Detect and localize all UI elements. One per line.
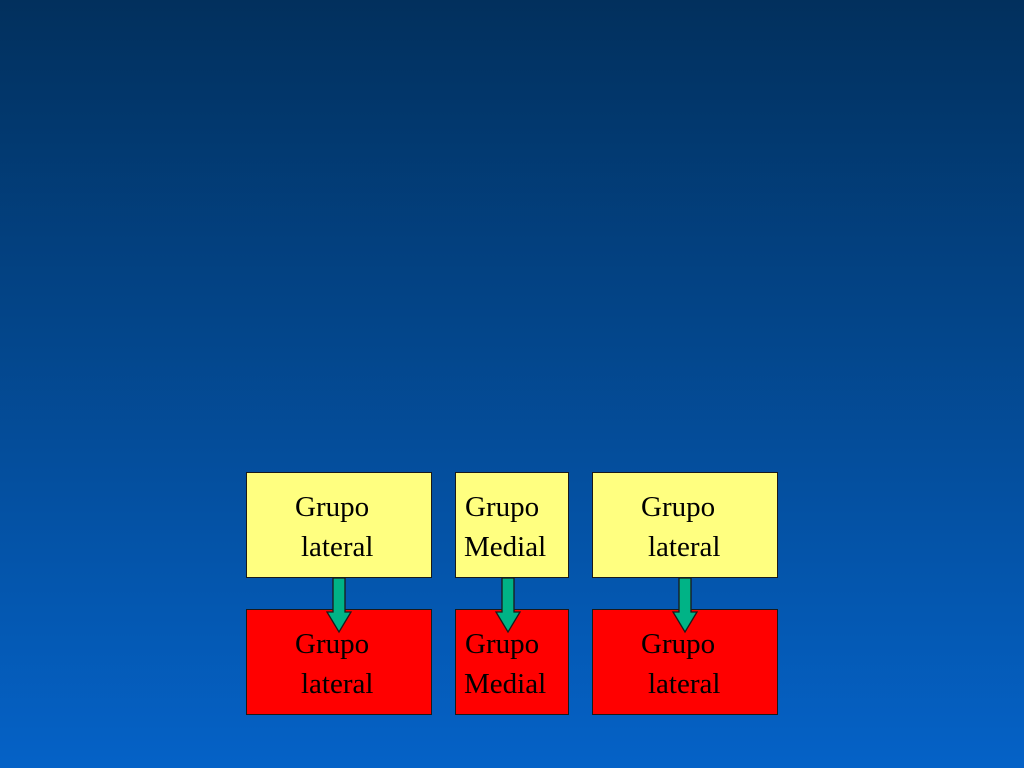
top-box-lateral-right: Grupo lateral [592,472,778,578]
box-label-line2: Medial [464,668,547,700]
box-label-line1: Grupo [295,491,370,523]
bottom-box-lateral-left: Grupo lateral [246,609,432,715]
box-label-line1: Grupo [295,628,370,660]
box-label-line1: Grupo [465,491,540,523]
top-box-lateral-left: Grupo lateral [246,472,432,578]
box-label-line1: Grupo [465,628,540,660]
box-label-line2: Medial [464,531,547,563]
bottom-box-lateral-right: Grupo lateral [592,609,778,715]
box-label-line2: lateral [648,668,721,700]
box-label-line1: Grupo [641,491,716,523]
box-label-line2: lateral [648,531,721,563]
top-box-medial: Grupo Medial [455,472,569,578]
bottom-box-medial: Grupo Medial [455,609,569,715]
box-label-line1: Grupo [641,628,716,660]
box-label-line2: lateral [301,531,374,563]
box-label-line2: lateral [301,668,374,700]
